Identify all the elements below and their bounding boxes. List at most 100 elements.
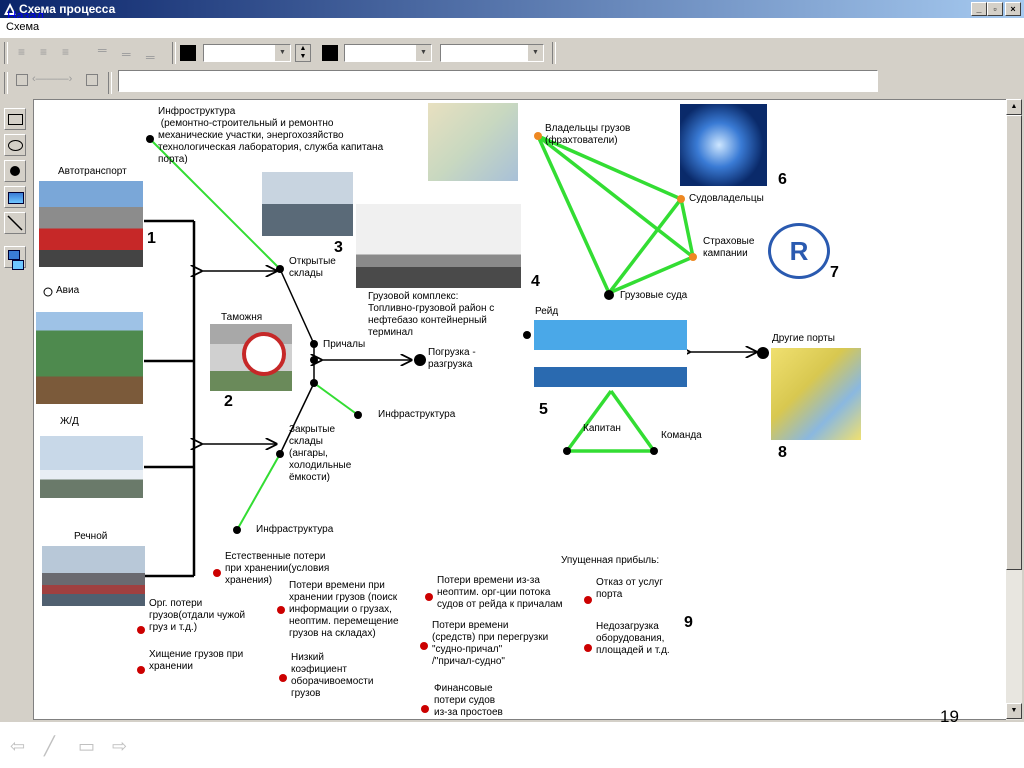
- label-open-warehouses: Открытые склады: [289, 256, 336, 279]
- valign-bottom-icon[interactable]: ═: [146, 50, 155, 64]
- scroll-up-icon[interactable]: ▲: [1006, 99, 1022, 115]
- label-infrastructure-low: Инфраструктура: [256, 524, 334, 535]
- ellipse-tool-icon[interactable]: [4, 134, 26, 156]
- loss-financial: Финансовые потери судов из-за простоев: [434, 683, 503, 718]
- text-input[interactable]: [118, 70, 878, 92]
- minimize-icon[interactable]: _: [971, 2, 987, 16]
- label-insurance: Страховые кампании: [703, 236, 755, 259]
- title-bar: [0, 0, 1024, 18]
- menu-item-schema[interactable]: Схема: [6, 21, 40, 33]
- maximize-icon[interactable]: ▫: [987, 2, 1003, 16]
- label-other-ports: Другие порты: [772, 333, 835, 344]
- toolbar-separator: [4, 72, 8, 94]
- slide-nav-bar: [0, 722, 1024, 768]
- loss-natural: Естественные потери при хранении(условия…: [225, 551, 330, 586]
- cruise-ship-photo: [534, 320, 687, 387]
- loss-time-storage: Потери времени при хранении грузов (поис…: [289, 580, 399, 639]
- window-title: Схема процесса: [19, 2, 116, 16]
- align-center-icon[interactable]: ≡: [40, 45, 48, 59]
- chevron-down-icon[interactable]: ▼: [527, 45, 543, 61]
- rectangle-tool-icon[interactable]: [4, 108, 26, 130]
- label-rail: Ж/Д: [60, 416, 79, 427]
- loss-underload: Недозагрузка оборудования, площадей и т.…: [596, 621, 670, 656]
- port-cranes-photo: [262, 172, 353, 236]
- format-toolbar: ≡ ≡ ≡ ═ ═ ═ ▼ ▲▼ ▼ ▼: [0, 38, 1024, 68]
- label-infrastructure-top: Инфроструктура (ремонтно-строительный и …: [158, 106, 384, 165]
- river-boat-photo: [42, 546, 145, 606]
- loss-theft: Хищение грузов при хранении: [149, 649, 244, 672]
- number-7: 7: [830, 264, 839, 281]
- menu-bar: [0, 18, 1024, 38]
- loss-turnover: Низкий коэфициент оборачивоемости грузов: [291, 652, 374, 699]
- truck-photo: [39, 181, 143, 267]
- number-3: 3: [334, 239, 343, 256]
- label-cargo-ships: Грузовые суда: [620, 290, 688, 301]
- label-infrastructure-mid: Инфраструктура: [378, 409, 456, 420]
- style-combo[interactable]: ▼: [440, 44, 544, 62]
- label-loading: Погрузка - разгрузка: [428, 347, 476, 370]
- number-9: 9: [684, 614, 693, 631]
- floating-crane-photo: [356, 204, 521, 288]
- forward-arrow-icon[interactable]: ⇨: [112, 736, 128, 756]
- font-combo[interactable]: ▼: [203, 44, 291, 62]
- label-avia: Авиа: [56, 285, 80, 296]
- label-roadstead: Рейд: [535, 306, 559, 317]
- line-tool-icon[interactable]: [4, 212, 26, 234]
- number-1: 1: [147, 230, 156, 247]
- valign-middle-icon[interactable]: ═: [122, 47, 131, 61]
- align-left-icon[interactable]: ≡: [18, 45, 26, 59]
- spin-icon[interactable]: ▲▼: [295, 44, 311, 62]
- chevron-down-icon[interactable]: ▼: [415, 45, 431, 61]
- align-right-icon[interactable]: ≡: [62, 45, 70, 59]
- size-combo[interactable]: ▼: [344, 44, 432, 62]
- label-closed-warehouses: Закрытые склады (ангары, холодильные ёмк…: [289, 424, 352, 483]
- pen-icon[interactable]: ╱: [44, 736, 55, 756]
- layers-tool-icon[interactable]: [4, 246, 26, 270]
- screen-icon[interactable]: ▭: [78, 736, 96, 756]
- toolbar-separator: [172, 42, 176, 64]
- loss-time-org: Потери времени из-за неоптим. орг-ции по…: [437, 575, 563, 610]
- color-swatch-icon[interactable]: [322, 45, 338, 61]
- tool-palette: [0, 100, 30, 720]
- number-5: 5: [539, 401, 548, 418]
- toolbar-separator: [4, 42, 8, 64]
- line-style-icon[interactable]: ‹———›: [32, 73, 73, 85]
- number-2: 2: [224, 393, 233, 410]
- label-berths: Причалы: [323, 339, 366, 350]
- image-tool-icon[interactable]: [4, 186, 26, 208]
- globe-photo: [680, 104, 767, 186]
- back-arrow-icon[interactable]: ⇦: [10, 736, 26, 756]
- number-8: 8: [778, 444, 787, 461]
- line-end-icon[interactable]: [86, 74, 98, 86]
- app-icon: [4, 3, 16, 15]
- line-start-icon[interactable]: [16, 74, 28, 86]
- label-cargo-owners: Владельцы грузов (фрахтователи): [545, 123, 631, 146]
- label-autotransport: Автотранспорт: [58, 166, 127, 177]
- number-4: 4: [531, 273, 540, 290]
- toolbar-separator: [552, 42, 556, 64]
- line-toolbar: ‹———›: [0, 68, 1024, 98]
- label-river: Речной: [74, 531, 108, 542]
- scroll-thumb[interactable]: [1006, 115, 1022, 570]
- dot-tool-icon[interactable]: [4, 160, 26, 182]
- train-photo: [36, 312, 143, 404]
- loss-refusal: Отказ от услуг порта: [596, 577, 663, 600]
- label-customs: Таможня: [221, 312, 263, 323]
- airplane-photo: [40, 436, 143, 498]
- insurance-seal-logo: R: [768, 223, 830, 279]
- diagram-lines: [43, 132, 769, 713]
- number-6: 6: [778, 171, 787, 188]
- color-swatch-icon[interactable]: [180, 45, 196, 61]
- toolbar-separator: [108, 72, 112, 94]
- stop-sign-icon: [242, 332, 286, 376]
- label-crew: Команда: [661, 430, 702, 441]
- label-shipowners: Судовладельцы: [689, 193, 764, 204]
- valign-top-icon[interactable]: ═: [98, 43, 107, 57]
- close-icon[interactable]: ×: [1005, 2, 1021, 16]
- label-cargo-complex: Грузовой комплекс: Топливно-грузовой рай…: [368, 291, 495, 338]
- port-map-photo: [428, 103, 518, 181]
- scroll-down-icon[interactable]: ▼: [1006, 703, 1022, 719]
- chevron-down-icon[interactable]: ▼: [274, 45, 290, 61]
- loss-org: Орг. потери грузов(отдали чужой груз и т…: [149, 598, 246, 633]
- world-map-photo: [771, 348, 861, 440]
